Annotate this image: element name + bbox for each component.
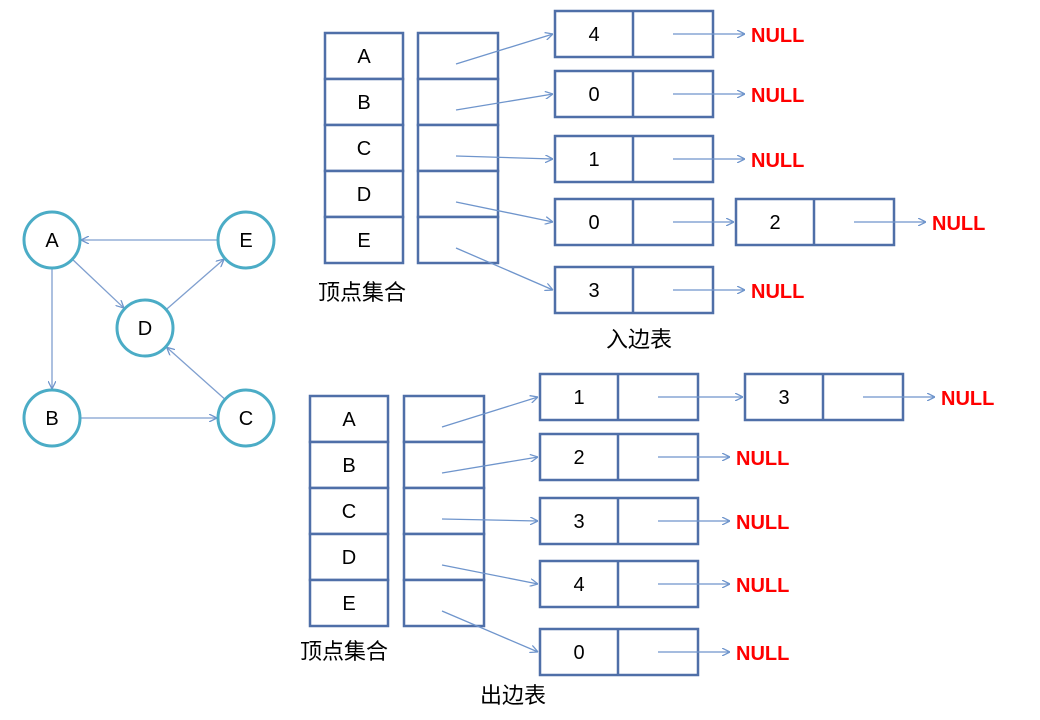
- graph-node-c: [216, 388, 276, 448]
- out-head-pointer-cell: [402, 486, 486, 536]
- out-null-label: NULL: [941, 388, 994, 410]
- in-head-pointer-cell: [416, 77, 500, 127]
- in-head-pointer-arrow: [455, 247, 553, 290]
- out-head-pointer-arrow: [441, 457, 538, 474]
- in-list-node-value: 0: [588, 212, 599, 234]
- in-head-pointer-arrow: [455, 156, 553, 159]
- in-null-label: NULL: [751, 25, 804, 47]
- out-vertex-label: E: [342, 593, 355, 615]
- in-head-pointer-cell: [416, 31, 500, 81]
- out-vertex-label: C: [342, 501, 356, 523]
- edge-a-d: [71, 258, 124, 308]
- out-vertex-cell: [308, 578, 390, 628]
- in-vertex-set-caption: 顶点集合: [318, 280, 406, 305]
- out-list-node-value: 3: [778, 387, 789, 409]
- out-null-label: NULL: [736, 512, 789, 534]
- out-head-pointer-cell: [402, 532, 486, 582]
- out-vertex-cell: [308, 532, 390, 582]
- out-head-pointer-arrow: [441, 564, 538, 584]
- edge-d-e: [165, 259, 224, 311]
- in-head-pointer-arrow: [455, 94, 553, 111]
- out-vertex-set-caption: 顶点集合: [300, 639, 388, 664]
- out-list-node-value: 1: [573, 387, 584, 409]
- in-edge-table-caption: 入边表: [606, 327, 672, 352]
- out-vertex-label: D: [342, 547, 356, 569]
- in-vertex-cell: [323, 215, 405, 265]
- out-list-node-value: 4: [573, 574, 584, 596]
- out-head-pointer-cell: [402, 578, 486, 628]
- in-list-node-value: 2: [769, 212, 780, 234]
- out-head-pointer-cell: [402, 394, 486, 444]
- in-head-pointer-arrow: [455, 34, 553, 65]
- in-list-node-value: 0: [588, 84, 599, 106]
- out-list-node-value: 2: [573, 447, 584, 469]
- out-edge-table-caption: 出边表: [480, 683, 546, 708]
- graph-node-label: B: [45, 408, 58, 430]
- in-list-node-value: 3: [588, 280, 599, 302]
- in-vertex-label: B: [357, 92, 370, 114]
- out-list-node-value: 3: [573, 511, 584, 533]
- graph-node-label: A: [45, 230, 59, 252]
- out-list-node-value: 0: [573, 642, 584, 664]
- in-vertex-cell: [323, 169, 405, 219]
- in-vertex-label: A: [357, 46, 371, 68]
- in-list-node-value: 4: [588, 24, 599, 46]
- out-head-pointer-arrow: [441, 519, 538, 521]
- in-vertex-cell: [323, 31, 405, 81]
- out-vertex-label: B: [342, 455, 355, 477]
- in-null-label: NULL: [751, 281, 804, 303]
- graph-node-b: [22, 388, 82, 448]
- graph-edges: [52, 240, 226, 418]
- graph-node-a: [22, 210, 82, 270]
- in-null-label: NULL: [932, 213, 985, 235]
- in-vertex-label: E: [357, 230, 370, 252]
- out-head-pointer-arrow: [441, 610, 538, 652]
- graph-nodes: A E D B C: [22, 210, 276, 448]
- in-null-label: NULL: [751, 85, 804, 107]
- out-null-label: NULL: [736, 643, 789, 665]
- in-vertex-label: D: [357, 184, 371, 206]
- in-vertex-label: C: [357, 138, 371, 160]
- in-head-pointer-cell: [416, 215, 500, 265]
- out-head-pointer-arrow: [441, 397, 538, 428]
- out-vertex-cell: [308, 440, 390, 490]
- graph-node-label: E: [239, 230, 252, 252]
- out-vertex-label: A: [342, 409, 356, 431]
- graph-node-label: C: [239, 408, 253, 430]
- out-null-label: NULL: [736, 575, 789, 597]
- in-head-pointer-cell: [416, 123, 500, 173]
- out-head-pointer-cell: [402, 440, 486, 490]
- in-null-label: NULL: [751, 150, 804, 172]
- graph-node-e: [216, 210, 276, 270]
- in-list-node-value: 1: [588, 149, 599, 171]
- graph-node-label: D: [138, 318, 152, 340]
- in-head-pointer-arrow: [455, 201, 553, 222]
- out-null-label: NULL: [736, 448, 789, 470]
- in-head-pointer-cell: [416, 169, 500, 219]
- edge-c-d: [167, 347, 226, 400]
- in-vertex-cell: [323, 123, 405, 173]
- graph-node-d: [115, 298, 175, 358]
